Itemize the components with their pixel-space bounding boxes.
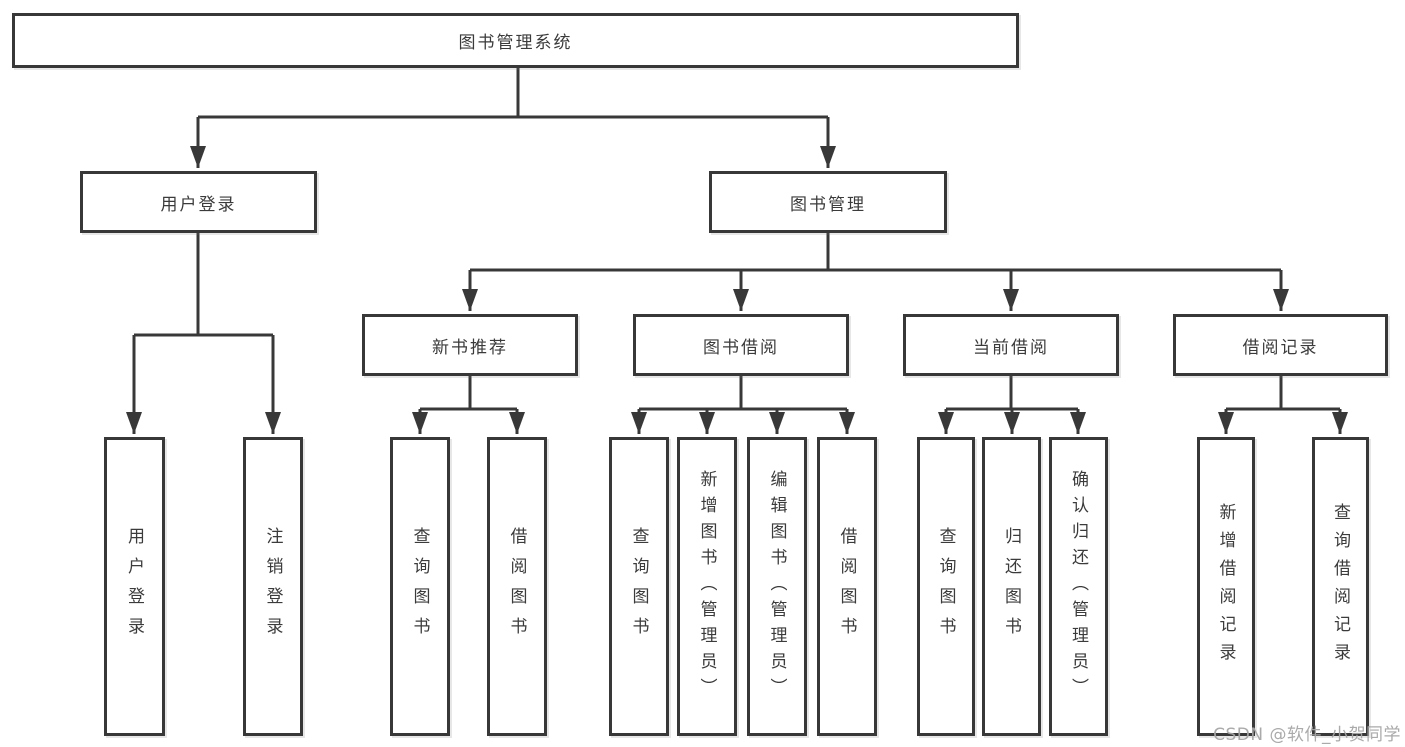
leaf-label: 用户登录 xyxy=(124,526,144,647)
leaf-label: 查询图书 xyxy=(628,526,649,647)
leaf-user-login: 用户登录 xyxy=(104,437,165,736)
leaf-label: 查询图书 xyxy=(935,526,956,647)
leaf-nb-borrow-books: 借阅图书 xyxy=(487,437,547,736)
leaf-logout: 注销登录 xyxy=(243,437,303,736)
leaf-label: 确认归还（管理员） xyxy=(1068,469,1088,704)
leaf-label: 编辑图书（管理员） xyxy=(766,469,787,704)
leaf-cb-query-books: 查询图书 xyxy=(917,437,975,736)
leaf-label: 归还图书 xyxy=(1001,526,1021,647)
node-current-borrowing: 当前借阅 xyxy=(903,314,1119,376)
leaf-label: 注销登录 xyxy=(262,526,283,647)
leaf-br-add-record: 新增借阅记录 xyxy=(1197,437,1255,736)
leaf-cb-confirm-return-admin: 确认归还（管理员） xyxy=(1049,437,1108,736)
leaf-label: 新增图书（管理员） xyxy=(696,469,717,704)
leaf-label: 查询借阅记录 xyxy=(1330,502,1350,671)
leaf-label: 新增借阅记录 xyxy=(1215,502,1236,671)
node-user-login: 用户登录 xyxy=(80,171,317,233)
leaf-bb-edit-books-admin: 编辑图书（管理员） xyxy=(747,437,807,736)
csdn-watermark: CSDN @软件_小贺同学 xyxy=(1213,725,1401,745)
node-label: 图书管理系统 xyxy=(458,33,573,53)
node-label: 用户登录 xyxy=(160,194,237,215)
node-root-system: 图书管理系统 xyxy=(12,13,1019,68)
node-book-management: 图书管理 xyxy=(709,171,947,233)
node-label: 新书推荐 xyxy=(432,337,508,358)
node-label: 图书管理 xyxy=(790,194,866,215)
leaf-cb-return-books: 归还图书 xyxy=(982,437,1041,736)
node-label: 图书借阅 xyxy=(703,337,779,358)
node-book-borrowing: 图书借阅 xyxy=(633,314,849,376)
node-new-book-recommend: 新书推荐 xyxy=(362,314,578,376)
node-borrowing-records: 借阅记录 xyxy=(1173,314,1388,376)
leaf-label: 借阅图书 xyxy=(506,526,527,647)
node-label: 借阅记录 xyxy=(1242,337,1319,358)
leaf-nb-query-books: 查询图书 xyxy=(390,437,450,736)
leaf-label: 查询图书 xyxy=(409,526,430,647)
leaf-br-query-record: 查询借阅记录 xyxy=(1312,437,1369,736)
leaf-bb-add-books-admin: 新增图书（管理员） xyxy=(677,437,737,736)
leaf-bb-borrow-books: 借阅图书 xyxy=(817,437,877,736)
node-label: 当前借阅 xyxy=(973,337,1049,358)
leaf-label: 借阅图书 xyxy=(836,526,857,647)
leaf-bb-query-books: 查询图书 xyxy=(609,437,669,736)
